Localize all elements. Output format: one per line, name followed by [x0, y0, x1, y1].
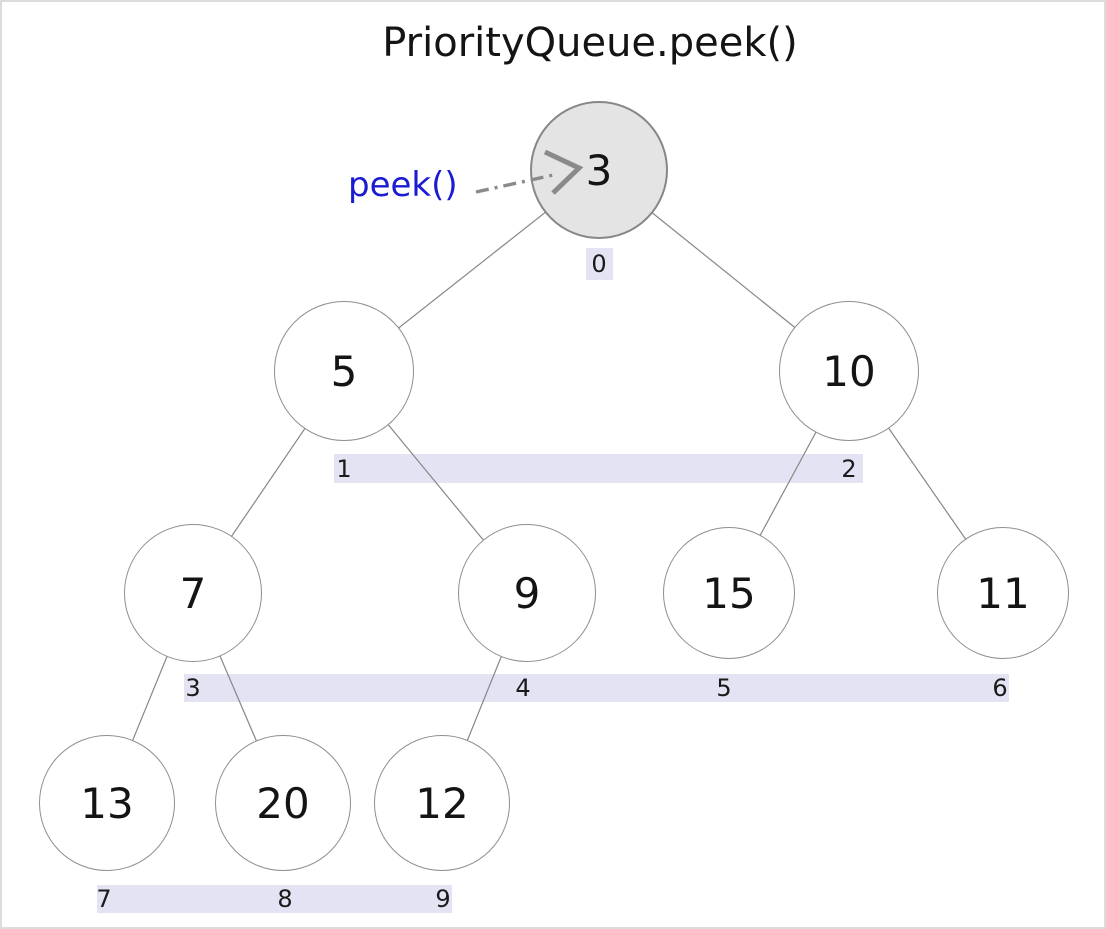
- index-label-5: 5: [716, 674, 732, 702]
- heap-node-10: 10: [779, 301, 919, 441]
- index-label-8: 8: [277, 885, 293, 913]
- page-title: PriorityQueue.peek(): [382, 20, 798, 66]
- heap-node-11: 11: [937, 527, 1069, 659]
- index-label-6: 6: [992, 674, 1008, 702]
- node-value: 11: [976, 568, 1030, 618]
- node-value: 15: [702, 568, 756, 618]
- index-label-2: 2: [841, 454, 857, 483]
- index-label-3: 3: [185, 674, 201, 702]
- index-label-1: 1: [336, 454, 352, 483]
- heap-node-12: 12: [374, 735, 510, 871]
- node-value: 9: [513, 568, 541, 618]
- heap-node-13: 13: [39, 735, 175, 871]
- index-label-7: 7: [96, 885, 112, 913]
- peek-annotation-label: peek(): [348, 165, 458, 205]
- node-value: 20: [256, 778, 310, 828]
- index-label-4: 4: [515, 674, 531, 702]
- node-value: 3: [585, 145, 613, 195]
- index-label-9: 9: [435, 885, 451, 913]
- heap-node-15: 15: [663, 527, 795, 659]
- heap-node-20: 20: [215, 735, 351, 871]
- node-value: 10: [822, 346, 876, 396]
- index-band-level-3: [97, 885, 452, 913]
- heap-node-5: 5: [274, 301, 414, 441]
- heap-node-7: 7: [124, 524, 262, 662]
- index-label-0: 0: [591, 250, 607, 278]
- node-value: 12: [415, 778, 469, 828]
- index-band-level-1: [334, 454, 863, 483]
- heap-node-9: 9: [458, 524, 596, 662]
- index-band-level-2: [184, 674, 1009, 702]
- heap-node-3-root: 3: [530, 101, 668, 239]
- node-value: 5: [330, 346, 358, 396]
- node-value: 13: [80, 778, 134, 828]
- node-value: 7: [179, 568, 207, 618]
